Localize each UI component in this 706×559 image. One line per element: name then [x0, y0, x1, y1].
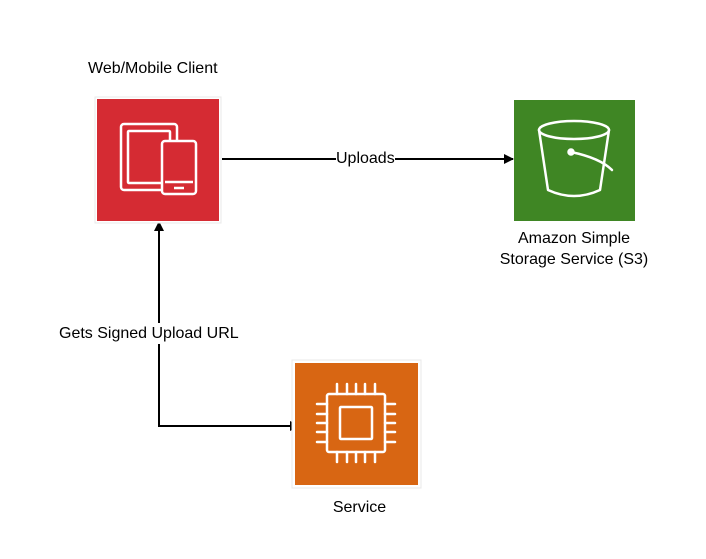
service-node-bg — [295, 363, 418, 485]
s3-label-line2: Storage Service (S3) — [499, 251, 649, 268]
signed-url-arrow — [154, 221, 300, 431]
client-label: Web/Mobile Client — [88, 60, 218, 77]
client-node-bg — [97, 99, 219, 221]
signed-url-label: Gets Signed Upload URL — [59, 323, 239, 344]
client-node — [94, 96, 222, 224]
service-label: Service — [332, 499, 387, 516]
tablet-mobile-icon — [119, 122, 198, 196]
s3-label: Amazon Simple Storage Service (S3) — [484, 228, 664, 270]
chip-icon — [315, 382, 397, 464]
s3-node-bg — [514, 100, 635, 221]
s3-label-line1: Amazon Simple — [517, 230, 631, 247]
uploads-label: Uploads — [336, 148, 395, 169]
service-node — [291, 359, 422, 489]
bucket-icon — [537, 119, 614, 198]
s3-node — [514, 100, 635, 221]
